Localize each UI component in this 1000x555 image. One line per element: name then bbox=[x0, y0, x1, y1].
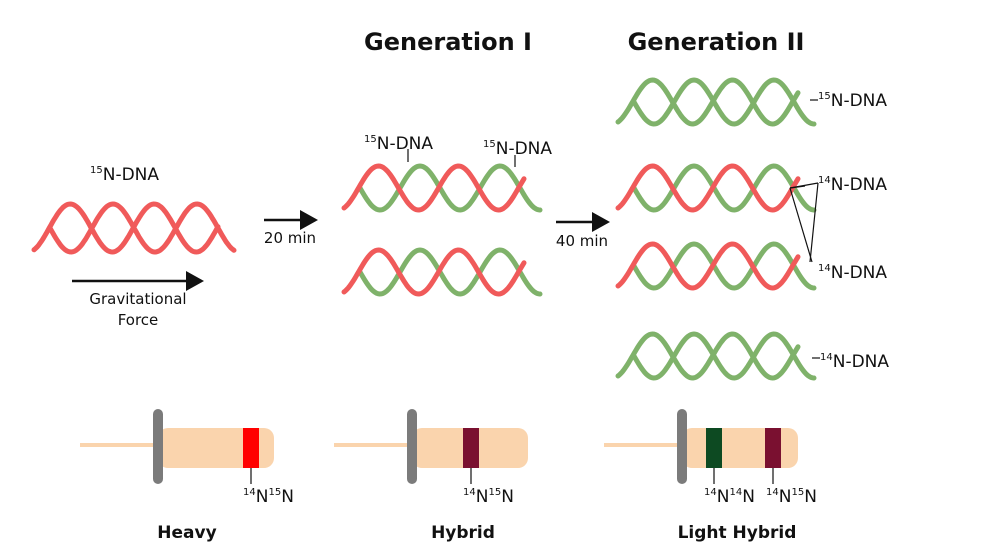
heavy-strand bbox=[615, 241, 801, 291]
tube3-caption: Light Hybrid bbox=[678, 523, 797, 543]
light-strand bbox=[357, 247, 543, 297]
gen2-row1-label: 15N-DNA bbox=[818, 91, 887, 111]
generation-2-heading: Generation II bbox=[628, 28, 805, 56]
time-arrow-40min bbox=[556, 212, 610, 232]
light-strand bbox=[615, 331, 801, 381]
gen1-left-label: 15N-DNA bbox=[364, 134, 433, 154]
light-strand bbox=[631, 331, 817, 381]
heavy-strand bbox=[31, 201, 221, 255]
tube3-band2-label: 14N15N bbox=[766, 487, 817, 507]
gravity-label-line1: Gravitational bbox=[89, 290, 186, 308]
light-band bbox=[706, 428, 722, 468]
tube2-band-label: 14N15N bbox=[463, 487, 514, 507]
gen1-hybrid-dna-helix bbox=[341, 163, 543, 213]
light-strand bbox=[357, 163, 543, 213]
gen1-hybrid-dna-helix bbox=[341, 247, 543, 297]
light-strand bbox=[631, 241, 817, 291]
parent-dna-label: 15N-DNA bbox=[90, 165, 159, 185]
tube-cap bbox=[153, 409, 163, 484]
hybrid-band bbox=[463, 428, 479, 468]
light-strand bbox=[631, 77, 817, 127]
gen2-light-dna-helix bbox=[615, 77, 817, 127]
gen2-hybrid-dna-helix bbox=[615, 241, 817, 291]
generation-1-heading: Generation I bbox=[364, 28, 532, 56]
time-arrow-20min bbox=[264, 210, 318, 230]
tube-stem bbox=[80, 443, 160, 447]
gen2-hybrid-dna-helix bbox=[615, 163, 817, 213]
tube1-band-label: 14N15N bbox=[243, 487, 294, 507]
tube-stem bbox=[604, 443, 684, 447]
gen2-light-dna-helix bbox=[615, 331, 817, 381]
light-strand bbox=[631, 163, 817, 213]
centrifuge-tube-hybrid bbox=[334, 409, 528, 484]
tube2-caption: Hybrid bbox=[431, 523, 495, 543]
gen2-row2-label: 14N-DNA bbox=[818, 175, 887, 195]
heavy-band bbox=[243, 428, 259, 468]
gen2-hybrid-leader-lines bbox=[789, 182, 819, 263]
gen2-row3-label: 14N-DNA bbox=[818, 263, 887, 283]
heavy-strand bbox=[341, 247, 527, 297]
tube3-band1-label: 14N14N bbox=[704, 487, 755, 507]
light-strand bbox=[615, 77, 801, 127]
heavy-strand bbox=[47, 201, 237, 255]
gen1-right-label: 15N-DNA bbox=[483, 139, 552, 159]
tube1-caption: Heavy bbox=[157, 523, 216, 543]
tube-stem bbox=[334, 443, 414, 447]
heavy-strand bbox=[615, 163, 801, 213]
hybrid-band bbox=[765, 428, 781, 468]
time-label-40min: 40 min bbox=[556, 232, 608, 250]
tube-cap bbox=[677, 409, 687, 484]
centrifuge-tube-heavy bbox=[80, 409, 274, 484]
heavy-strand bbox=[341, 163, 527, 213]
gravity-label-line2: Force bbox=[118, 311, 159, 329]
centrifuge-tube-light-hybrid bbox=[604, 409, 798, 484]
tube-cap bbox=[407, 409, 417, 484]
gen2-row4-label: 14N-DNA bbox=[820, 352, 889, 372]
time-label-20min: 20 min bbox=[264, 229, 316, 247]
gravity-arrow bbox=[72, 271, 204, 291]
parent-heavy-dna-helix bbox=[31, 201, 237, 255]
